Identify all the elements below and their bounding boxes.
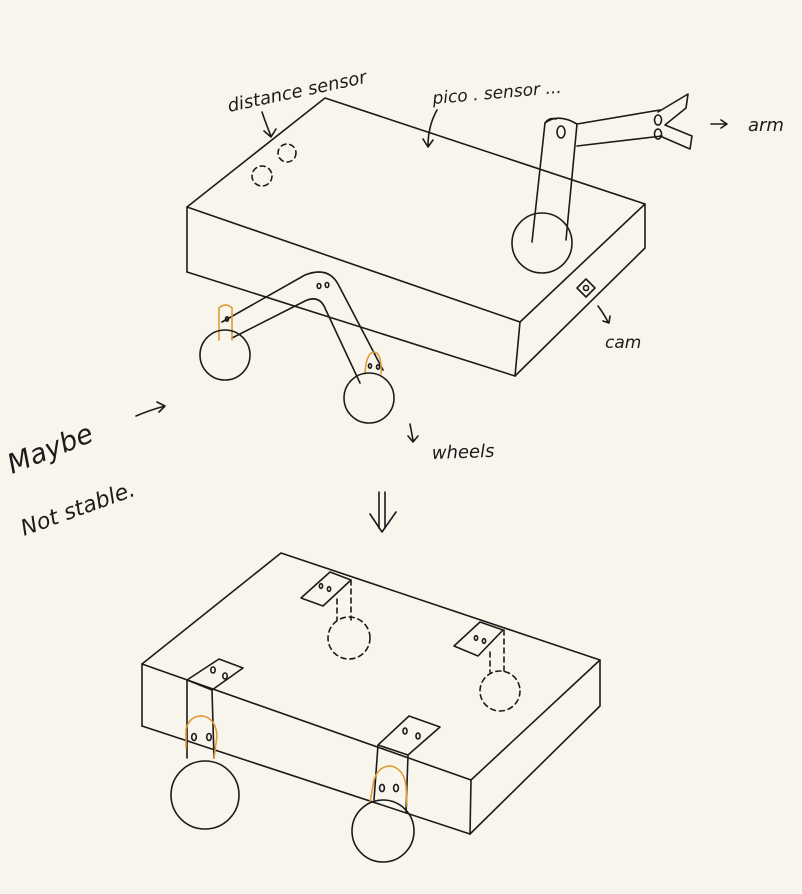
rear-mount-right (453, 621, 521, 712)
label-cam: cam (605, 333, 641, 353)
front-mount-left (170, 658, 244, 830)
annotation-arrows-top (135, 109, 728, 443)
chassis-box-top (186, 97, 646, 377)
handwritten-labels: distance sensor pico . sensor ... arm ca… (3, 67, 784, 542)
chassis-box-bottom (141, 552, 601, 835)
label-maybe: Maybe (3, 418, 98, 480)
robot-arm (511, 93, 693, 274)
robot-design-1 (135, 93, 728, 443)
distance-sensor-pair (251, 143, 297, 187)
wheels-design-1 (199, 329, 395, 424)
label-wheels: wheels (431, 441, 494, 464)
wheel-bridge-arm (218, 271, 384, 384)
label-distance-sensor: distance sensor (226, 67, 370, 117)
label-arm: arm (748, 115, 784, 136)
label-pico-sensor: pico . sensor ... (431, 78, 563, 109)
camera-module (576, 278, 596, 298)
robot-design-2 (141, 552, 601, 863)
rear-mount-left (300, 571, 371, 660)
front-mount-right (351, 715, 441, 863)
transition-arrow (369, 491, 397, 533)
label-not-stable: Not stable. (18, 477, 139, 541)
